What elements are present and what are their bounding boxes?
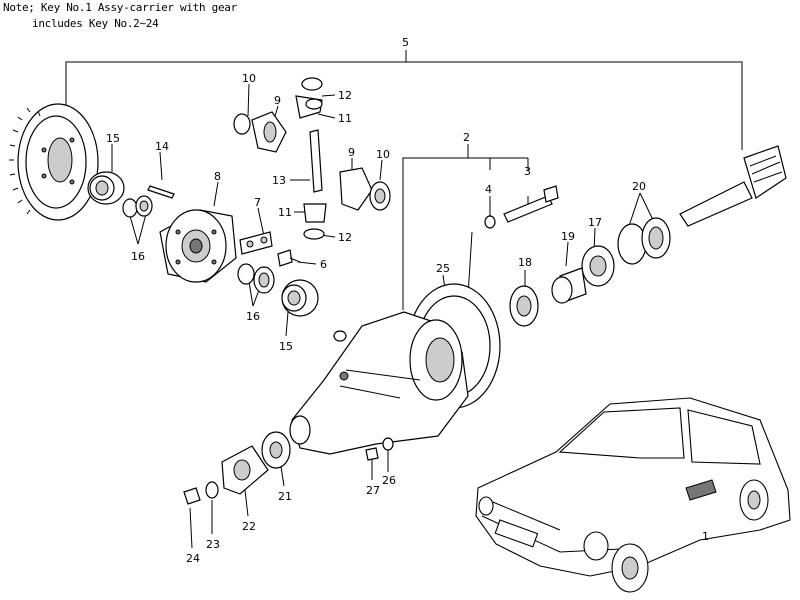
car-illustration <box>475 397 791 593</box>
nut-27 <box>365 447 379 461</box>
callout-15-mid: 15 <box>279 340 293 353</box>
callout-12-top: 12 <box>338 89 352 102</box>
bearing-18 <box>509 285 539 327</box>
callout-1: 1 <box>702 530 709 543</box>
callout-24: 24 <box>186 552 200 565</box>
callout-2: 2 <box>463 131 470 144</box>
side-gear-9-left <box>233 111 287 153</box>
callout-16-top: 16 <box>131 250 145 263</box>
shims-16-left <box>122 195 153 218</box>
callout-5: 5 <box>402 36 409 49</box>
callout-16-mid: 16 <box>246 310 260 323</box>
spacers-20 <box>617 217 671 265</box>
callout-11-top: 11 <box>338 112 352 125</box>
callout-25: 25 <box>436 262 450 275</box>
callout-27: 27 <box>366 484 380 497</box>
callout-21: 21 <box>278 490 292 503</box>
washer-23 <box>205 481 219 499</box>
callout-19: 19 <box>561 230 575 243</box>
drive-pinion <box>679 145 787 227</box>
bearing-17 <box>581 245 615 287</box>
callout-10-top: 10 <box>242 72 256 85</box>
washer-26 <box>382 437 394 451</box>
lock-strap <box>239 231 273 255</box>
bolt-6 <box>277 249 301 267</box>
callout-4: 4 <box>485 183 492 196</box>
callout-3: 3 <box>524 165 531 178</box>
callout-13: 13 <box>272 174 286 187</box>
pinion-mate-11-top <box>295 77 323 119</box>
callout-23: 23 <box>206 538 220 551</box>
bearing-15-mid <box>281 279 319 317</box>
pinion-mate-11-bottom <box>303 203 327 240</box>
washer-4 <box>484 215 496 229</box>
callout-9-top: 9 <box>274 94 281 107</box>
pinion-mate-shaft <box>309 129 323 193</box>
companion-flange-22 <box>221 445 269 495</box>
callout-20: 20 <box>632 180 646 193</box>
callout-7: 7 <box>254 196 261 209</box>
note-line-1: Note; Key No.1 Assy-carrier with gear <box>3 1 237 14</box>
callout-8: 8 <box>214 170 221 183</box>
collapsible-spacer-19 <box>551 267 587 304</box>
shims-16-mid <box>237 263 275 294</box>
callout-14: 14 <box>155 140 169 153</box>
callout-numbers: 1 2 3 4 5 6 7 8 9 9 10 10 11 11 12 12 13… <box>106 36 709 565</box>
pinion-shaft-pin <box>147 185 175 199</box>
callout-15-top: 15 <box>106 132 120 145</box>
stud-bolt-3 <box>503 185 559 223</box>
oil-seal-21 <box>261 431 291 469</box>
callout-26: 26 <box>382 474 396 487</box>
callout-6: 6 <box>320 258 327 271</box>
differential-case <box>159 209 237 283</box>
callout-11-bottom: 11 <box>278 206 292 219</box>
callout-17: 17 <box>588 216 602 229</box>
leader-lines <box>65 50 743 549</box>
callout-9-right: 9 <box>348 146 355 159</box>
ring-gear <box>9 103 99 221</box>
bearing-15-left <box>87 171 125 205</box>
callout-12-bottom: 12 <box>338 231 352 244</box>
carrier-housing <box>289 311 469 455</box>
callout-10-right: 10 <box>376 148 390 161</box>
callout-22: 22 <box>242 520 256 533</box>
nut-24 <box>183 487 201 505</box>
note-line-2: includes Key No.2∼24 <box>32 17 159 30</box>
callout-18: 18 <box>518 256 532 269</box>
side-gear-9-right <box>339 167 391 211</box>
